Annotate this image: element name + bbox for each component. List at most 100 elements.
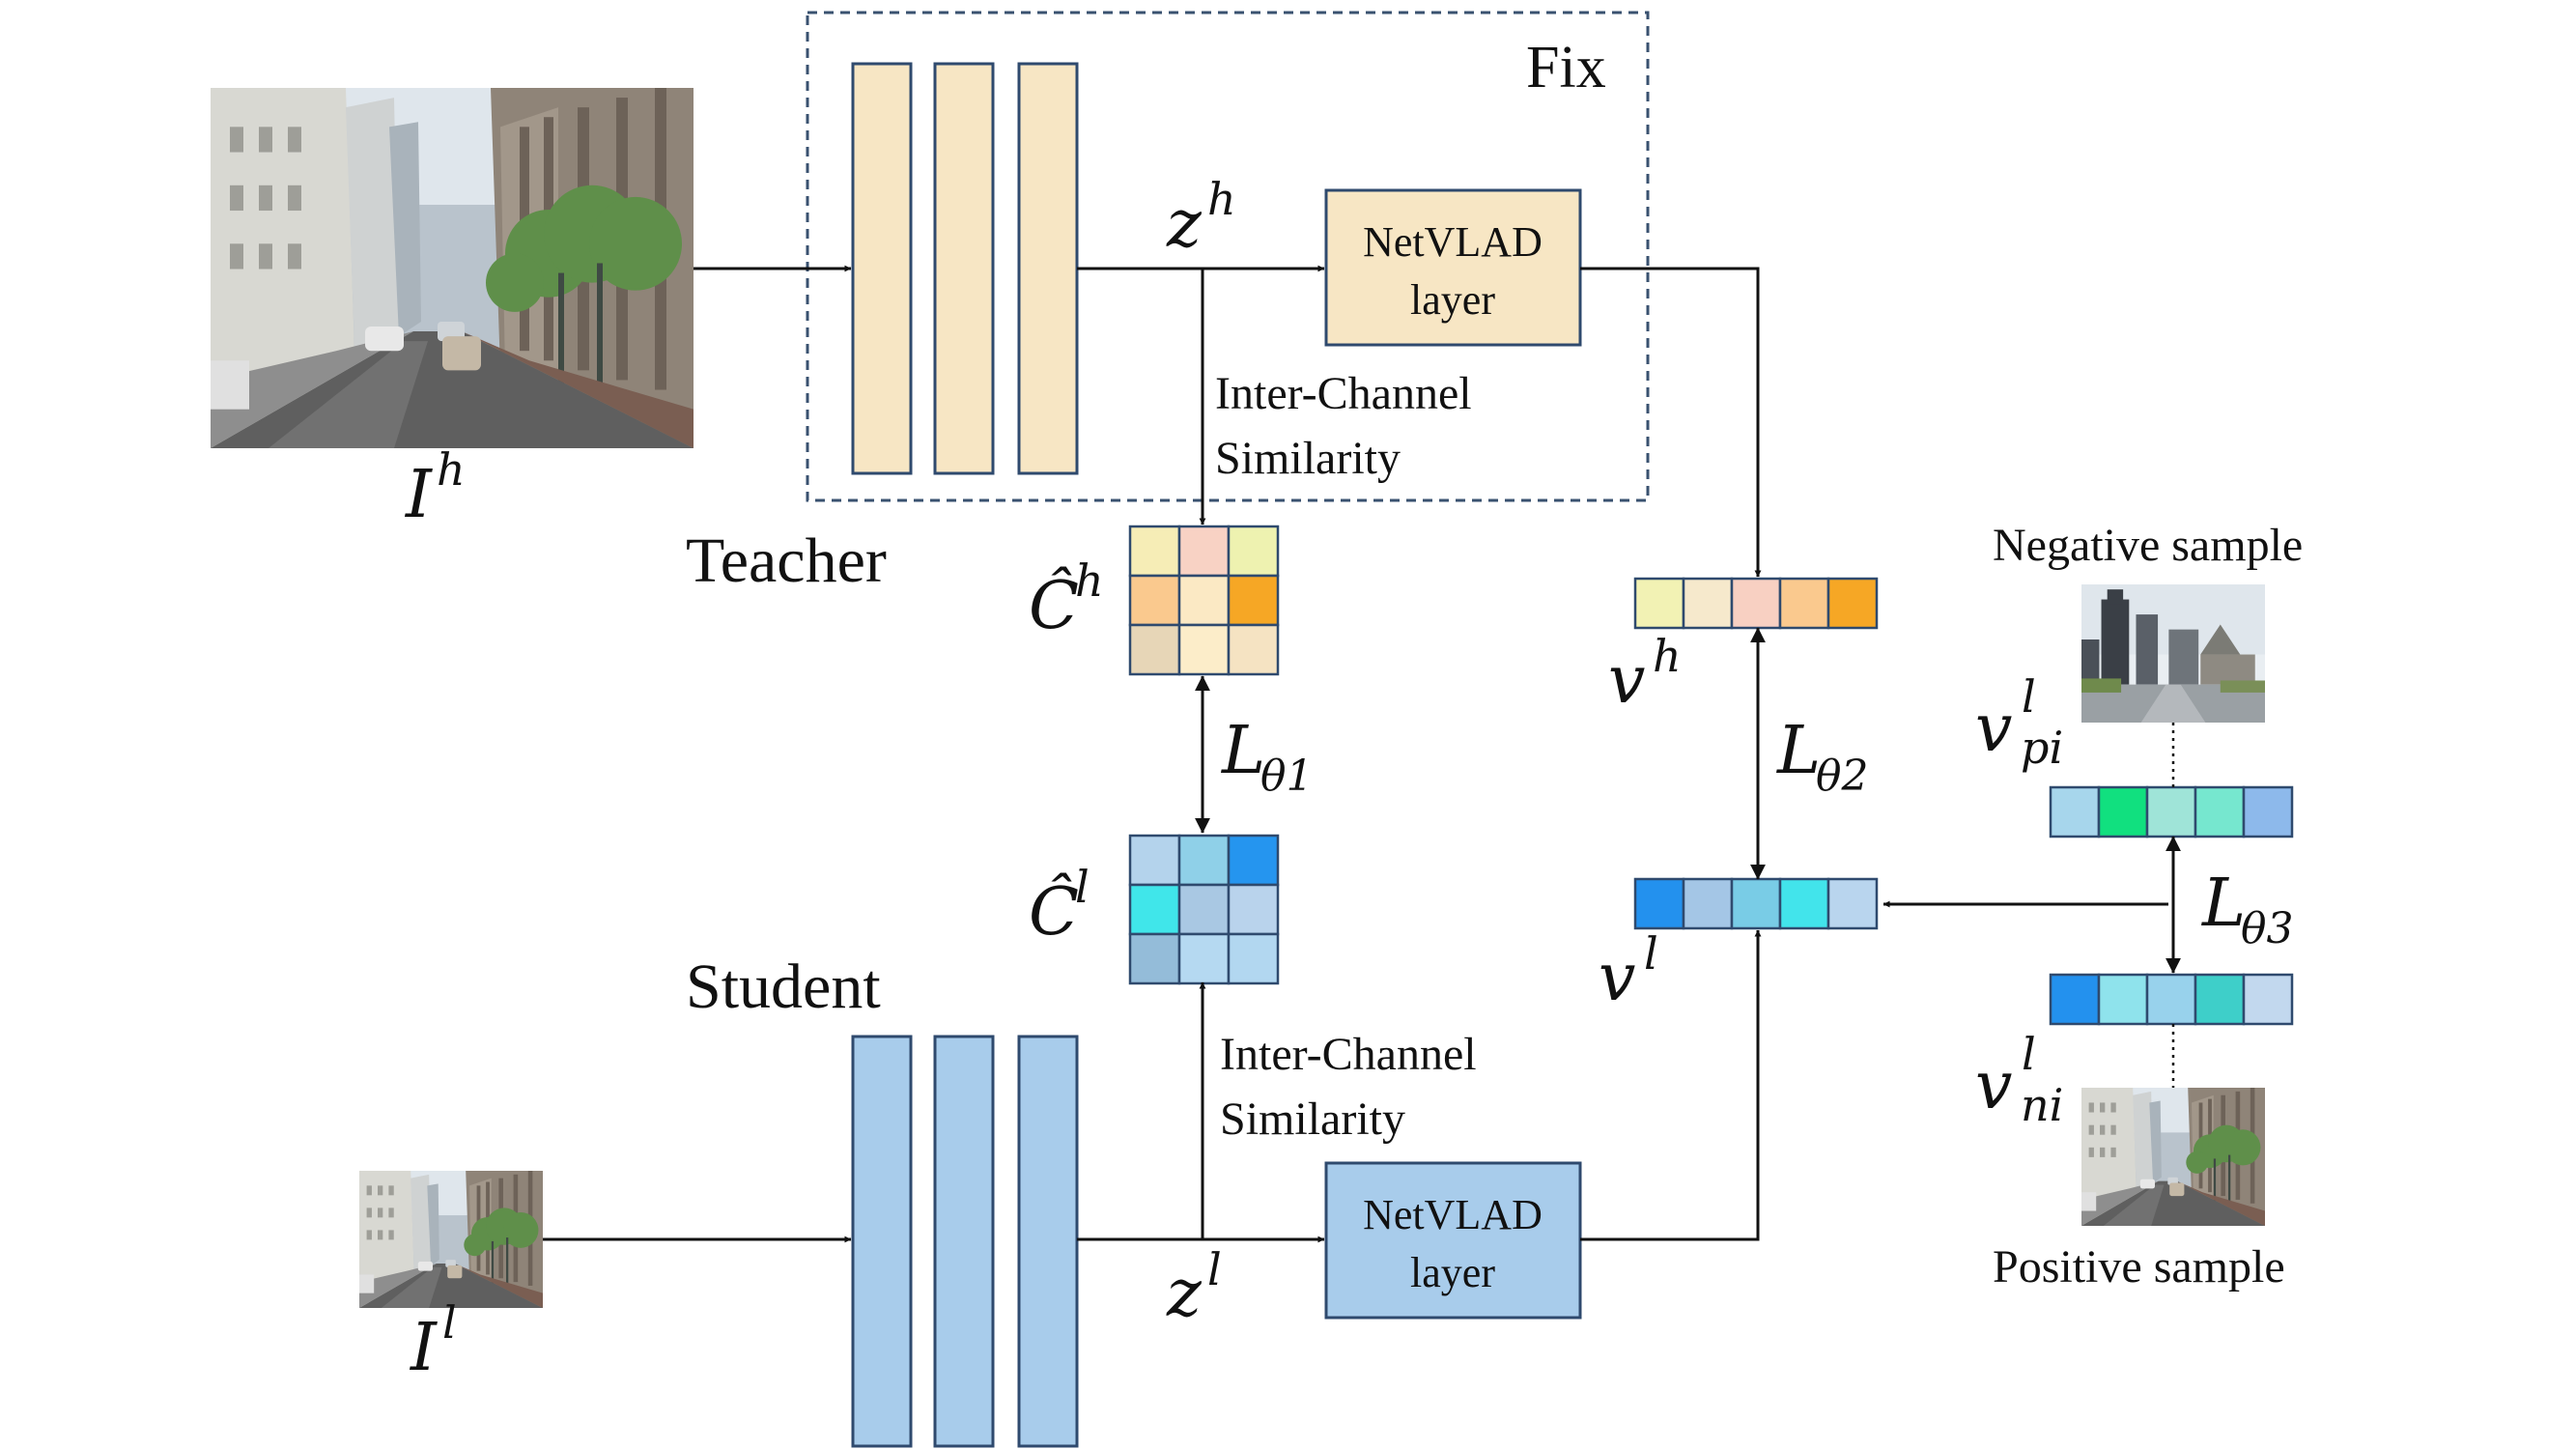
vector-cell xyxy=(2194,973,2246,1026)
student-label: Student xyxy=(686,952,881,1022)
matrix-cell xyxy=(1128,883,1181,936)
label-C-h: Ĉ h xyxy=(1029,554,1104,644)
student-block-3 xyxy=(1017,1035,1079,1448)
label-L-theta1: L θ1 xyxy=(1220,713,1313,801)
vector-cell xyxy=(2097,973,2149,1026)
matrix-cell xyxy=(1227,623,1280,676)
vector-v-pi xyxy=(2049,785,2294,838)
matrix-cell xyxy=(1177,883,1231,936)
svg-text:h: h xyxy=(437,443,466,496)
vector-cell xyxy=(2145,973,2197,1026)
svg-text:l: l xyxy=(1075,861,1090,913)
label-z-l: z l xyxy=(1166,1243,1222,1332)
vector-cell xyxy=(2049,973,2101,1026)
vector-v-ni xyxy=(2049,973,2294,1026)
vector-cell xyxy=(1682,577,1734,630)
fix-label: Fix xyxy=(1526,35,1606,100)
teacher-label: Teacher xyxy=(686,526,887,596)
teacher-cnn-blocks xyxy=(851,62,1079,475)
similarity-matrix-teacher xyxy=(1128,525,1280,676)
vector-cell xyxy=(2242,973,2294,1026)
vector-cell xyxy=(2145,785,2197,838)
svg-text:v: v xyxy=(1975,691,2012,767)
inter-channel-teacher-line1: Inter-Channel xyxy=(1215,368,1472,419)
svg-text:L: L xyxy=(1220,713,1265,789)
netvlad-student xyxy=(1324,1161,1582,1320)
inter-channel-student-line2: Similarity xyxy=(1220,1094,1405,1145)
matrix-cell xyxy=(1227,834,1280,887)
fixed-teacher-box xyxy=(806,11,1650,502)
matrix-cell xyxy=(1227,574,1280,627)
matrix-cell xyxy=(1227,883,1280,936)
svg-text:θ1: θ1 xyxy=(1260,752,1313,801)
vector-cell xyxy=(2242,785,2294,838)
svg-text:h: h xyxy=(1075,554,1104,607)
vector-cell xyxy=(2097,785,2149,838)
matrix-cell xyxy=(1177,834,1231,887)
svg-text:l: l xyxy=(442,1296,457,1349)
netvlad-teacher-line2: layer xyxy=(1410,276,1495,324)
student-block-1 xyxy=(851,1035,913,1448)
netvlad-teacher-line1: NetVLAD xyxy=(1363,218,1543,266)
svg-text:L: L xyxy=(1775,713,1821,789)
svg-text:h: h xyxy=(1653,630,1682,682)
label-I-l: I l xyxy=(409,1296,457,1386)
svg-text:l: l xyxy=(1207,1243,1222,1295)
student-block-2 xyxy=(933,1035,995,1448)
vector-cell xyxy=(2194,785,2246,838)
svg-text:v: v xyxy=(1608,642,1645,719)
matrix-cell xyxy=(1177,525,1231,578)
high-res-image xyxy=(211,88,694,448)
teacher-block-3 xyxy=(1017,62,1079,475)
vector-cell xyxy=(1633,877,1685,930)
label-L-theta2: L θ2 xyxy=(1775,713,1868,801)
matrix-cell xyxy=(1128,834,1181,887)
matrix-cell xyxy=(1128,623,1181,676)
student-cnn-blocks xyxy=(851,1035,1079,1448)
vector-cell xyxy=(2049,785,2101,838)
svg-text:pi: pi xyxy=(2021,722,2063,774)
label-v-h: v h xyxy=(1608,630,1682,719)
arrow-netvlad-to-vl xyxy=(1580,929,1762,1241)
vector-cell xyxy=(1730,577,1782,630)
label-C-l: Ĉ l xyxy=(1029,861,1090,951)
inter-channel-student-line1: Inter-Channel xyxy=(1220,1029,1477,1080)
svg-text:Ĉ: Ĉ xyxy=(1029,567,1079,644)
vector-cell xyxy=(1633,577,1685,630)
teacher-block-2 xyxy=(933,62,995,475)
positive-sample-image xyxy=(2081,1088,2265,1226)
svg-text:z: z xyxy=(1166,1256,1203,1332)
matrix-cell xyxy=(1227,525,1280,578)
similarity-matrix-student xyxy=(1128,834,1280,985)
label-v-l: v l xyxy=(1599,927,1658,1016)
svg-text:v: v xyxy=(1599,940,1635,1016)
matrix-cell xyxy=(1128,932,1181,985)
positive-sample-label: Positive sample xyxy=(1993,1241,2285,1293)
netvlad-student-line2: layer xyxy=(1410,1249,1495,1296)
vector-cell xyxy=(1778,577,1830,630)
svg-text:l: l xyxy=(1644,927,1658,980)
matrix-cell xyxy=(1227,932,1280,985)
label-L-theta3: L θ3 xyxy=(2200,866,2293,953)
netvlad-student-line1: NetVLAD xyxy=(1363,1191,1543,1238)
vector-cell xyxy=(1778,877,1830,930)
vector-cell xyxy=(1826,577,1879,630)
vector-v-l xyxy=(1633,877,1879,930)
svg-text:θ3: θ3 xyxy=(2241,904,2293,953)
matrix-cell xyxy=(1177,623,1231,676)
negative-sample-image xyxy=(2081,584,2265,723)
svg-text:Ĉ: Ĉ xyxy=(1029,873,1079,951)
matrix-cell xyxy=(1128,574,1181,627)
connectors xyxy=(543,265,2181,1243)
label-I-h: I h xyxy=(404,443,466,533)
label-v-pi: v l pi xyxy=(1975,670,2063,774)
label-v-ni: v l ni xyxy=(1975,1028,2063,1131)
svg-text:ni: ni xyxy=(2021,1079,2063,1131)
svg-text:z: z xyxy=(1166,186,1203,263)
vector-cell xyxy=(1730,877,1782,930)
label-z-h: z h xyxy=(1166,173,1236,263)
svg-text:I: I xyxy=(409,1310,438,1386)
inter-channel-teacher-line2: Similarity xyxy=(1215,433,1401,484)
svg-text:L: L xyxy=(2200,866,2246,942)
